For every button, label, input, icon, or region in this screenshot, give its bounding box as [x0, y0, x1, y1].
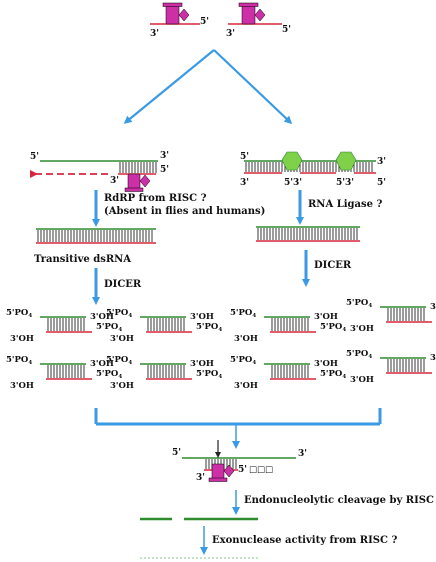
three-prime-hydroxyl-label: 3'OH — [430, 353, 436, 363]
exonuclease-label: Exonuclease activity from RISC ? — [212, 535, 397, 546]
base-pairs — [257, 228, 358, 240]
sirna-duplex — [380, 306, 432, 323]
three-prime-hydroxyl-label: 3'OH — [314, 312, 338, 322]
end-label: 5' — [238, 465, 247, 475]
base-pairs — [205, 459, 237, 469]
three-prime-hydroxyl-label: 3'OH — [350, 324, 374, 334]
transitive-dsrna-label: Transitive dsRNA — [34, 254, 131, 265]
sirna-duplex — [380, 357, 432, 374]
five-prime-phosphate-label: 5'PO4 — [230, 355, 256, 366]
target-complex: 5' 3' 3' 5' □□□ — [172, 440, 307, 483]
rdrp-primer-complex: 5' 3' 5' 3' — [30, 151, 169, 192]
risc-complex-icon — [124, 173, 151, 192]
end-label: 5' — [30, 152, 39, 162]
risc-complex-icon — [238, 2, 266, 25]
three-prime-hydroxyl-label: 3'OH — [10, 381, 34, 391]
sirna-duplex — [264, 363, 316, 380]
three-prime-hydroxyl-label: 3'OH — [90, 359, 114, 369]
guide-overhang-boxes: □□□ — [249, 465, 273, 475]
three-prime-hydroxyl-label: 3'OH — [350, 375, 374, 385]
five-prime-phosphate-label: 5'PO4 — [106, 308, 132, 319]
rdrp-label: RdRP from RISC ? — [104, 193, 207, 204]
transitive-dsrna — [36, 228, 156, 244]
end-label: 5' — [160, 165, 169, 175]
dicer-label-right: DICER — [314, 260, 352, 271]
three-prime-hydroxyl-label: 3'OH — [234, 334, 258, 344]
three-prime-hydroxyl-label: 3'OH — [314, 359, 338, 369]
sirna-duplex — [264, 316, 316, 333]
end-label: 5' — [282, 25, 291, 35]
five-prime-phosphate-label: 5'PO4 — [230, 308, 256, 319]
rna-ligase-icon — [281, 151, 303, 171]
three-prime-hydroxyl-label: 3'OH — [190, 312, 214, 322]
five-prime-phosphate-label: 5'PO4 — [96, 369, 122, 380]
arrow-to-left-branch — [123, 49, 215, 124]
risc-guide-right: 3' 5' — [226, 2, 291, 39]
end-label: 3' — [110, 176, 119, 186]
end-label: 5'3' — [284, 178, 302, 188]
end-label: 3' — [226, 29, 235, 39]
three-prime-hydroxyl-label: 3'OH — [90, 312, 114, 322]
end-label: 3' — [196, 473, 205, 483]
base-pairs — [119, 162, 157, 173]
end-label: 5'3' — [336, 178, 354, 188]
merge-bracket — [94, 408, 382, 449]
end-label: 3' — [298, 449, 307, 459]
sirna-duplex — [140, 363, 192, 380]
arrow-to-right-branch — [213, 49, 293, 125]
five-prime-phosphate-label: 5'PO4 — [196, 369, 222, 380]
three-prime-hydroxyl-label: 3'OH — [10, 334, 34, 344]
sirna-duplex — [40, 316, 92, 333]
risc-complex-icon — [162, 2, 190, 25]
end-label: 5' — [240, 152, 249, 162]
five-prime-phosphate-label: 5'PO4 — [6, 308, 32, 319]
ligase-label: RNA Ligase ? — [308, 199, 382, 210]
five-prime-phosphate-label: 5'PO4 — [320, 322, 346, 333]
risc-complex-icon — [208, 463, 235, 482]
five-prime-phosphate-label: 5'PO4 — [6, 355, 32, 366]
three-prime-hydroxyl-label: 3'OH — [110, 381, 134, 391]
dicer-label-left: DICER — [104, 279, 142, 290]
end-label: 5' — [377, 178, 386, 188]
three-prime-hydroxyl-label: 3'OH — [110, 334, 134, 344]
ligated-dsrna — [256, 226, 360, 242]
five-prime-phosphate-label: 5'PO4 — [96, 322, 122, 333]
end-label: 5' — [200, 17, 209, 27]
base-pairs — [37, 230, 153, 242]
sirna-duplex — [40, 363, 92, 380]
three-prime-hydroxyl-label: 3'OH — [430, 302, 436, 312]
sirna-duplex — [140, 316, 192, 333]
end-label: 3' — [160, 151, 169, 161]
rna-ligase-icon — [335, 151, 357, 171]
rdrp-note: (Absent in flies and humans) — [104, 206, 265, 217]
five-prime-phosphate-label: 5'PO4 — [346, 298, 372, 309]
ligase-assembly: 5' 3' 3' 5'3' 5'3' 5' — [240, 151, 386, 188]
five-prime-phosphate-label: 5'PO4 — [346, 349, 372, 360]
risc-guide-left: 3' 5' — [150, 2, 209, 39]
five-prime-phosphate-label: 5'PO4 — [320, 369, 346, 380]
five-prime-phosphate-label: 5'PO4 — [196, 322, 222, 333]
three-prime-hydroxyl-label: 3'OH — [190, 359, 214, 369]
end-label: 3' — [240, 178, 249, 188]
end-label: 3' — [377, 157, 386, 167]
endonuclease-label: Endonucleolytic cleavage by RISC — [244, 495, 434, 506]
five-prime-phosphate-label: 5'PO4 — [106, 355, 132, 366]
end-label: 5' — [172, 448, 181, 458]
three-prime-hydroxyl-label: 3'OH — [234, 381, 258, 391]
end-label: 3' — [150, 29, 159, 39]
